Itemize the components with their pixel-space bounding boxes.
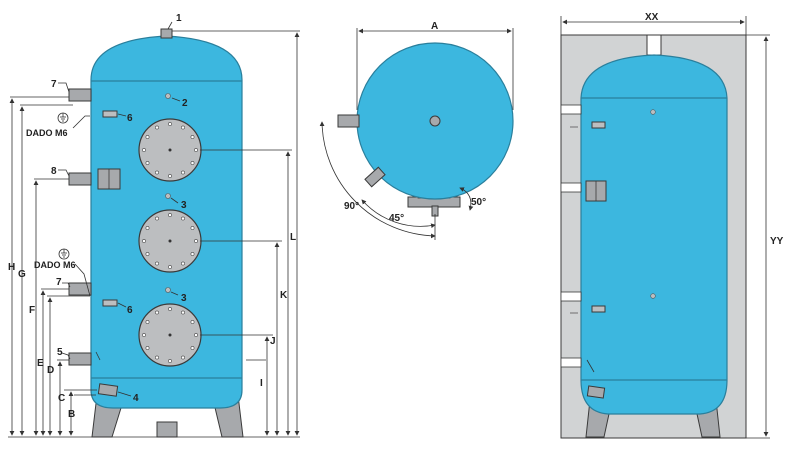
callout-3-upper: 3 [181,200,187,211]
manhole-bolt [155,310,159,315]
angle-label-45: 45° [389,213,404,224]
sensor-3a [165,193,171,199]
front-leg-center [156,421,178,438]
dim-label-D: D [47,365,54,376]
manhole-bolt [168,265,172,269]
callout-1: 1 [176,13,182,24]
dim-label-B: B [68,409,75,420]
manhole-bolt [194,333,198,337]
manhole-bolt [190,135,195,139]
insulated-view: XX YY [560,12,784,439]
dim-label-K: K [280,290,288,301]
callout-5: 5 [57,347,63,358]
manhole-bolt [155,125,159,130]
dim-label-G: G [18,269,26,280]
sensor-2 [165,93,171,99]
callout-4: 4 [133,393,139,404]
manhole-bolt [194,239,198,243]
manhole-bolt [181,261,185,266]
manhole-bolt [155,261,159,266]
manhole-bolt [168,174,172,178]
top-view-side-nozzle [337,114,360,128]
manhole-bolt [145,346,150,350]
ground-label-top: DADO M6 [26,128,68,138]
manhole-bolt [190,161,195,165]
manhole-bolt [168,122,172,126]
manhole-bolt [190,226,195,230]
manhole-bolt [142,333,146,337]
dim-label-I: I [260,378,263,389]
angle-arc-50 [459,187,474,211]
manhole-bolt [181,310,185,315]
connection-6-bottom [102,299,118,307]
angle-arc-90 [319,121,436,239]
sensor-3b [165,287,171,293]
ground-label-bottom: DADO M6 [34,260,76,270]
nozzle-4 [97,383,119,397]
manhole-bolt [155,355,159,360]
angle-arc-45 [361,199,436,229]
dim-label-A: A [431,21,438,32]
manhole-bolt [145,320,150,324]
manhole-top [138,118,202,182]
dim-label-YY: YY [770,236,784,247]
callout-3-lower: 3 [181,293,187,304]
dim-label-H: H [8,262,15,273]
manhole-middle [138,209,202,273]
angle-label-50: 50° [471,197,486,208]
manhole-bolt [145,161,150,165]
callout-6-lower: 6 [127,305,133,316]
insulated-tank-body [580,54,728,415]
manhole-bolt [190,346,195,350]
manhole-bolt [168,307,172,311]
insulated-conn-6-bottom [591,305,606,313]
manhole-bottom [138,303,202,367]
manhole-bolt [194,148,198,152]
manhole-bolt [181,216,185,221]
manhole-bolt [155,170,159,175]
manhole-bolt [142,148,146,152]
top-view: A 90° 45° 50° [319,21,514,240]
manhole-bolt [145,226,150,230]
dim-label-C: C [58,393,65,404]
front-top-nozzle [160,28,173,39]
callout-7-lower: 7 [56,277,62,288]
dim-label-J: J [270,336,276,347]
manhole-bolt [181,355,185,360]
callout-6-upper: 6 [127,113,133,124]
manhole-bolt [181,170,185,175]
ground-symbol-bottom [58,248,70,260]
connection-6-top [102,110,118,118]
angle-label-90: 90° [344,201,359,212]
nozzle-8 [68,172,92,186]
insulated-nozzle-4 [586,385,606,399]
callout-7-upper: 7 [51,79,57,90]
dim-label-L: L [290,232,296,243]
top-view-center-nozzle [429,115,441,127]
manhole-bolt [190,252,195,256]
manhole-bolt [190,320,195,324]
insulated-conn-6-top [591,121,606,129]
dim-label-F: F [29,305,35,316]
front-view: 1 2 3 3 4 5 6 6 7 7 8 DADO M6 DADO M6 H … [8,13,300,438]
manhole-bolt [142,239,146,243]
nozzle-5 [68,352,92,366]
dim-label-E: E [37,358,44,369]
manhole-bolt [168,359,172,363]
manhole-bolt [145,135,150,139]
manhole-bolt [181,125,185,130]
manhole-bolt [155,216,159,221]
nozzle-7-top [68,88,92,102]
callout-2: 2 [182,98,188,109]
dim-label-XX: XX [645,12,659,23]
ground-symbol-top [57,112,69,124]
insulated-top-nozzle [646,34,662,56]
callout-8: 8 [51,166,57,177]
manhole-bolt [168,213,172,217]
manhole-bolt [145,252,150,256]
